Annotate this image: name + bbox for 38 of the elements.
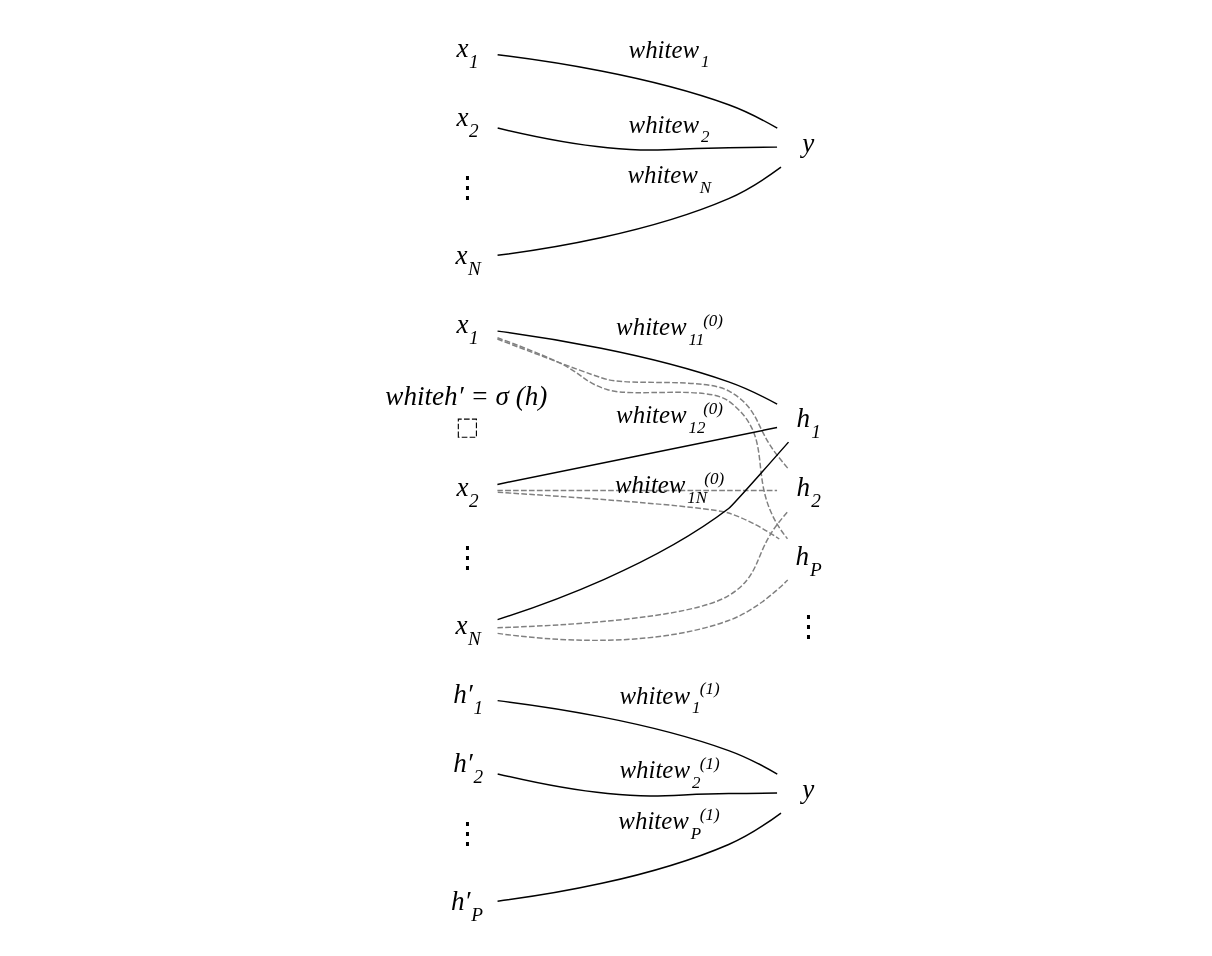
node-text: h$_{2}$ <box>796 472 821 511</box>
node-text: x$_{2}$ <box>456 102 479 141</box>
connector <box>496 510 789 629</box>
node-text: x$_{1}$ <box>456 309 479 348</box>
node-text: y <box>801 128 814 159</box>
connector <box>496 330 778 405</box>
node-text: x$_{2}$ <box>456 472 479 511</box>
node-text: y <box>801 774 814 805</box>
connector <box>496 579 788 642</box>
node-text: h′$_{P}$ <box>450 886 483 925</box>
connector <box>496 812 782 902</box>
connector <box>496 489 778 492</box>
connector <box>496 491 780 540</box>
node-text: x$_{N}$ <box>455 240 481 279</box>
connector <box>496 54 778 129</box>
node-label: whiteh′ = σ (h) <box>384 380 547 411</box>
connector <box>496 338 790 471</box>
label: ⋮ <box>452 170 482 203</box>
edge-label: whitew$_{1}$ <box>628 35 709 72</box>
node-text: h′$_{2}$ <box>452 748 483 787</box>
node-text: h$_{1}$ <box>796 403 821 442</box>
label: ⋮ <box>452 816 482 849</box>
connector <box>496 699 778 775</box>
connector <box>496 337 788 540</box>
connector <box>496 166 782 257</box>
connector <box>496 127 778 151</box>
node-box <box>457 418 477 438</box>
connector <box>496 773 778 797</box>
node-text: h′$_{1}$ <box>452 679 483 718</box>
node-text: h$_{P}$ <box>794 541 822 580</box>
edge-label: whitew$_{2}$ <box>628 110 709 147</box>
label: ⋮ <box>793 609 823 642</box>
edge-label: whitew$_{N}$ <box>626 161 711 197</box>
connector <box>496 426 778 486</box>
connector <box>496 441 789 621</box>
node-text: x$_{N}$ <box>455 610 481 649</box>
node-text: x$_{1}$ <box>456 33 479 72</box>
label: ⋮ <box>452 540 482 573</box>
